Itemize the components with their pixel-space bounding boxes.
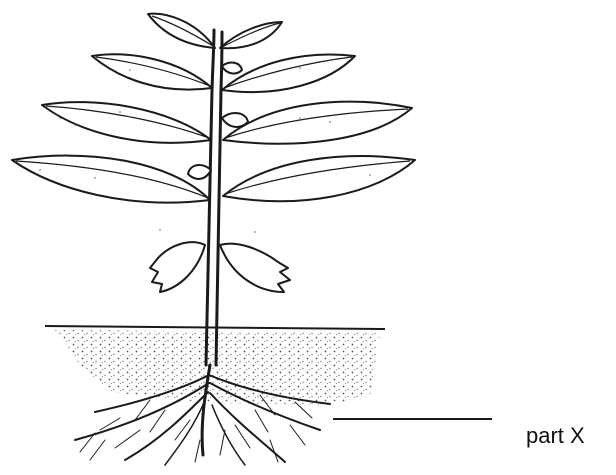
- leaf-lower-right: [223, 156, 415, 201]
- bud-upper: [222, 63, 242, 74]
- shading: [39, 67, 371, 233]
- leaf-lower-left: [12, 156, 210, 203]
- leaf-base-left: [150, 242, 205, 292]
- leaf-top-right: [220, 22, 282, 48]
- leaf-top-left: [148, 14, 215, 48]
- leaf-upper-right: [222, 54, 355, 92]
- part-x-label: part X: [526, 423, 585, 448]
- bud-middle: [222, 113, 248, 127]
- leaf-upper-left: [92, 54, 212, 89]
- bud-lower: [188, 165, 211, 179]
- leaf-middle-right: [223, 102, 412, 144]
- leaf-middle-left: [42, 102, 211, 143]
- leaf-base-right: [220, 244, 290, 292]
